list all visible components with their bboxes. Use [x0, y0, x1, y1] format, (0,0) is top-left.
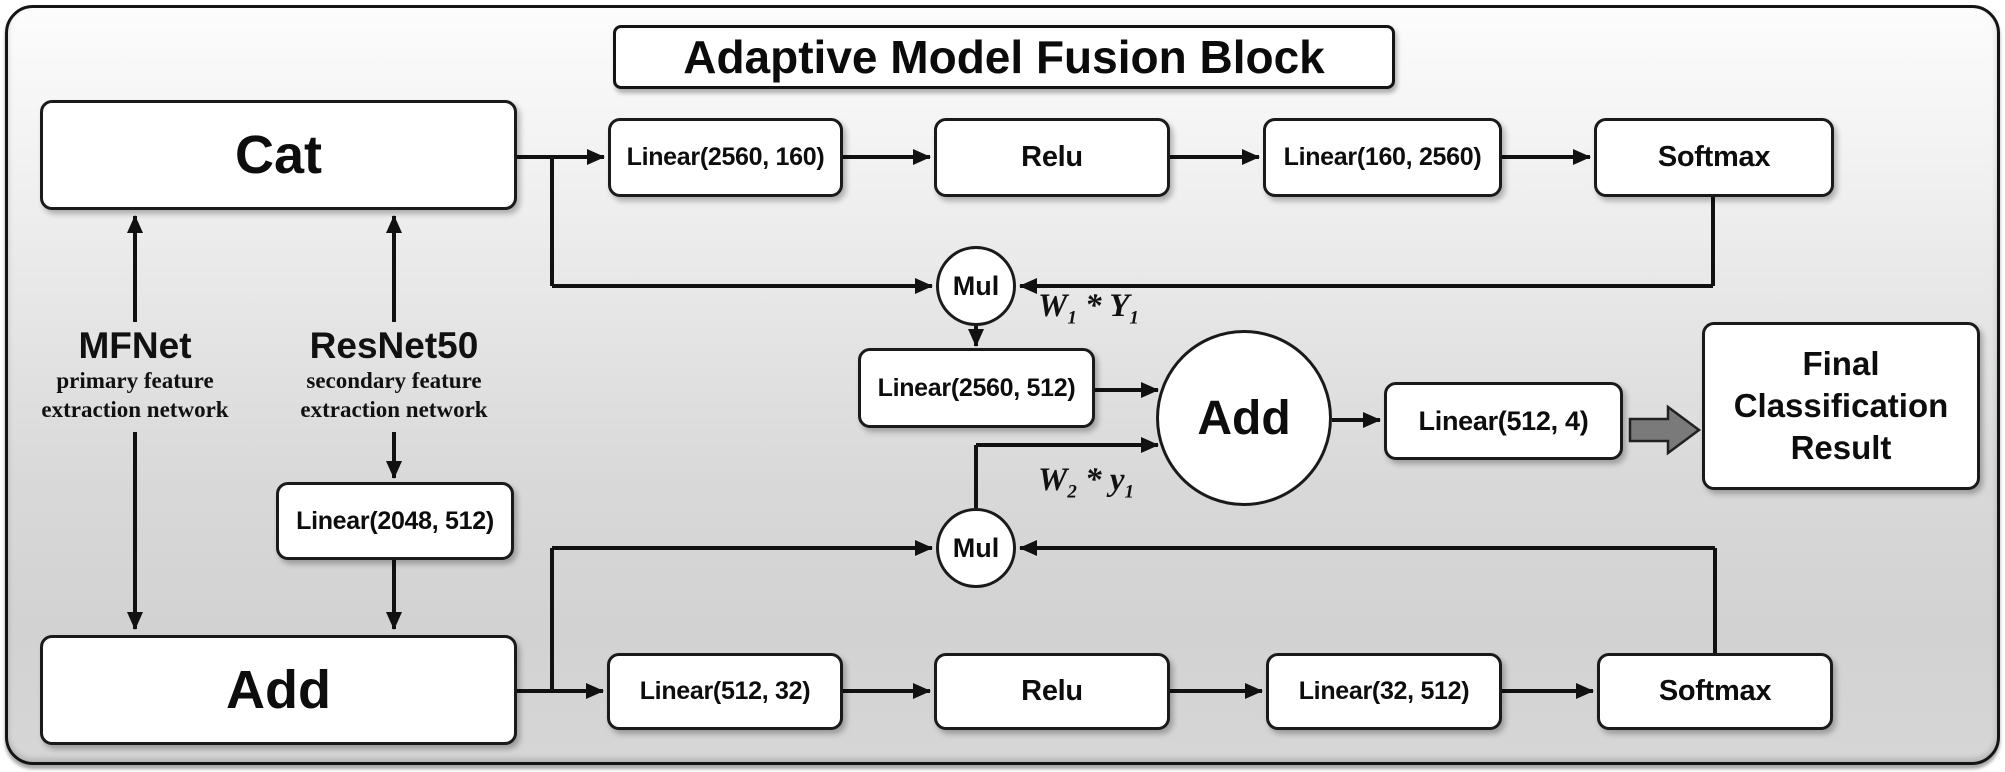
resnet-projection-box: Linear(2048, 512): [276, 482, 514, 560]
attention-bottom-linear2-box: Linear(32, 512): [1266, 653, 1502, 730]
out-linear-box: Linear(512, 4): [1384, 382, 1623, 460]
weight-top-w-sub: 1: [1067, 307, 1077, 329]
final-result-box: Final Classification Result: [1702, 322, 1980, 490]
cat-fusion-box: Cat: [40, 100, 517, 210]
attention-top-relu-box: Relu: [934, 118, 1170, 197]
weight-top-y: Y: [1109, 288, 1130, 324]
attention-bottom-relu-box: Relu: [934, 653, 1170, 730]
mfnet-desc-line2: extraction network: [41, 397, 229, 422]
add-circle: Add: [1156, 330, 1332, 506]
resnet-name: ResNet50: [309, 325, 479, 366]
weight-bottom-y-sub: 1: [1124, 481, 1135, 503]
weight-bottom-y: y: [1109, 462, 1125, 498]
mfnet-label: MFNet primary feature extraction network: [28, 326, 242, 424]
resnet-desc-line2: extraction network: [300, 397, 488, 422]
final-result-line2: Classification: [1733, 387, 1949, 424]
weight-top-y-sub: 1: [1129, 307, 1139, 329]
final-result-line1: Final: [1802, 345, 1880, 382]
mfnet-desc-line1: primary feature: [56, 368, 214, 393]
final-result-line3: Result: [1790, 429, 1892, 466]
weight-bottom-w-sub: 2: [1067, 481, 1077, 503]
attention-bottom-linear1-box: Linear(512, 32): [607, 653, 843, 730]
attention-bottom-softmax-box: Softmax: [1597, 653, 1833, 730]
attention-top-softmax-box: Softmax: [1594, 118, 1834, 197]
mid-linear-box: Linear(2560, 512): [858, 348, 1095, 428]
resnet-desc-line1: secondary feature: [306, 368, 482, 393]
attention-top-linear1-box: Linear(2560, 160): [608, 118, 843, 197]
weight-bottom-w: W: [1038, 462, 1068, 498]
weight-top-w: W: [1038, 288, 1068, 324]
add-fusion-box: Add: [40, 635, 517, 745]
mfnet-name: MFNet: [78, 325, 192, 366]
block-arrow-icon: [1628, 404, 1702, 456]
mul-top-circle: Mul: [936, 246, 1016, 326]
mul-bottom-circle: Mul: [936, 508, 1016, 588]
weight-bottom-op: *: [1076, 462, 1110, 498]
diagram-title: Adaptive Model Fusion Block: [613, 25, 1395, 89]
weight-label-top: W1 * Y1: [1038, 288, 1139, 330]
attention-top-linear2-box: Linear(160, 2560): [1263, 118, 1502, 197]
weight-label-bottom: W2 * y1: [1038, 462, 1134, 504]
resnet-label: ResNet50 secondary feature extraction ne…: [282, 326, 506, 424]
weight-top-op: *: [1076, 288, 1110, 324]
